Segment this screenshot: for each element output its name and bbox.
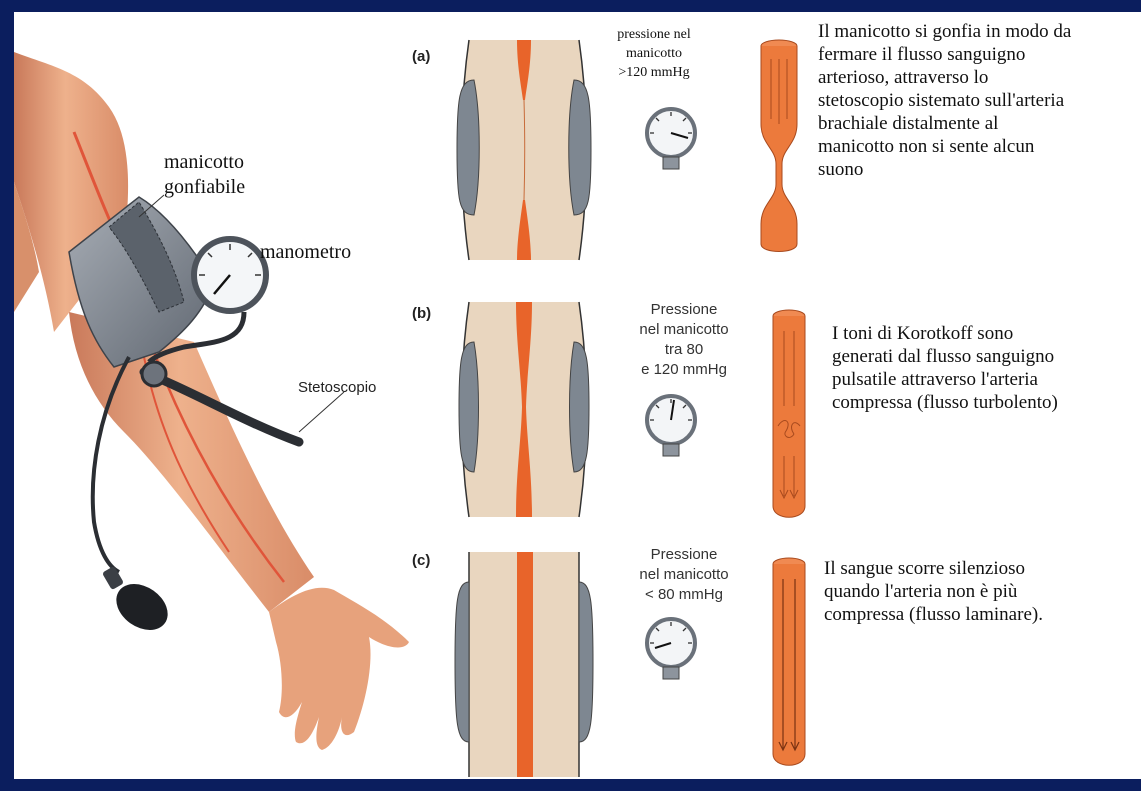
- cuff-label-line1: manicotto: [164, 150, 245, 175]
- panel-a-description: Il manicotto si gonfia in modo da fermar…: [818, 20, 1141, 181]
- panel-a-cross-section: [439, 40, 619, 260]
- panel-c-letter: (c): [412, 552, 430, 569]
- cuff-label: manicotto gonfiabile: [164, 150, 245, 200]
- panel-b-description: I toni di Korotkoff sono generati dal fl…: [832, 322, 1141, 414]
- panel-c-pressure-line1: Pressione: [629, 545, 739, 565]
- panel-a-desc-line2: fermare il flusso sanguigno: [818, 43, 1141, 66]
- panel-b-cross-section: [439, 302, 619, 517]
- panel-b-pressure-line3: tra 80: [629, 340, 739, 360]
- panel-b-desc-line3: pulsatile attraverso l'arteria: [832, 368, 1141, 391]
- panel-c-gauge-icon: [641, 615, 701, 685]
- panel-c-desc-line3: compressa (flusso laminare).: [824, 603, 1139, 626]
- panel-a-letter: (a): [412, 48, 430, 65]
- steth-leader-line: [299, 392, 344, 432]
- panel-a-pressure-line1: pressione nel: [604, 25, 704, 44]
- cuff-label-line2: gonfiabile: [164, 175, 245, 200]
- panel-c-description: Il sangue scorre silenzioso quando l'art…: [824, 557, 1139, 626]
- panel-a-desc-line6: manicotto non si sente alcun: [818, 135, 1141, 158]
- panel-a-desc-line4: stetoscopio sistemato sull'arteria: [818, 89, 1141, 112]
- panel-c-artery-tube: [764, 554, 814, 769]
- cuff-a-left: [457, 80, 479, 215]
- panel-b-pressure-line4: e 120 mmHg: [629, 360, 739, 380]
- panel-c-cross-section: [439, 552, 619, 777]
- cuff-b-left: [459, 342, 479, 472]
- diagram-canvas: manicotto gonfiabile manometro Stetoscop…: [14, 12, 1141, 779]
- panel-a-artery-tube: [754, 34, 804, 259]
- panel-a-pressure-line2: manicotto: [604, 44, 704, 63]
- panel-c-desc-line1: Il sangue scorre silenzioso: [824, 557, 1139, 580]
- stethoscope-head: [142, 362, 166, 386]
- panel-b-letter: (b): [412, 305, 431, 322]
- panel-b-desc-line4: compressa (flusso turbolento): [832, 391, 1141, 414]
- panel-b-pressure-line1: Pressione: [629, 300, 739, 320]
- stethoscope-label: Stetoscopio: [298, 379, 376, 396]
- panel-a-pressure-line3: >120 mmHg: [604, 63, 704, 82]
- panel-c-desc-line2: quando l'arteria non è più: [824, 580, 1139, 603]
- panel-a-desc-line5: brachiale distalmente al: [818, 112, 1141, 135]
- cuff-c-left: [455, 582, 469, 742]
- artery-c: [517, 552, 533, 777]
- panel-b-pressure: Pressione nel manicotto tra 80 e 120 mmH…: [629, 300, 739, 380]
- panel-b-desc-line1: I toni di Korotkoff sono: [832, 322, 1141, 345]
- panel-a-desc-line7: suono: [818, 158, 1141, 181]
- hand: [269, 588, 409, 750]
- gauge-label: manometro: [260, 241, 351, 264]
- panel-b-artery-tube: [764, 306, 814, 521]
- cuff-a-right: [569, 80, 591, 215]
- cuff-c-right: [579, 582, 593, 742]
- panel-a-pressure: pressione nel manicotto >120 mmHg: [604, 25, 704, 82]
- panel-c-pressure-line3: < 80 mmHg: [629, 585, 739, 605]
- bulb-valve: [102, 566, 124, 590]
- panel-b-desc-line2: generati dal flusso sanguigno: [832, 345, 1141, 368]
- panel-c-pressure: Pressione nel manicotto < 80 mmHg: [629, 545, 739, 605]
- panel-b-gauge-icon: [641, 392, 701, 462]
- panel-a-desc-line1: Il manicotto si gonfia in modo da: [818, 20, 1141, 43]
- panel-b-pressure-line2: nel manicotto: [629, 320, 739, 340]
- panel-a-desc-line3: arterioso, attraverso lo: [818, 66, 1141, 89]
- panel-c-pressure-line2: nel manicotto: [629, 565, 739, 585]
- panel-a-gauge-icon: [641, 105, 701, 175]
- cuff-b-right: [570, 342, 590, 472]
